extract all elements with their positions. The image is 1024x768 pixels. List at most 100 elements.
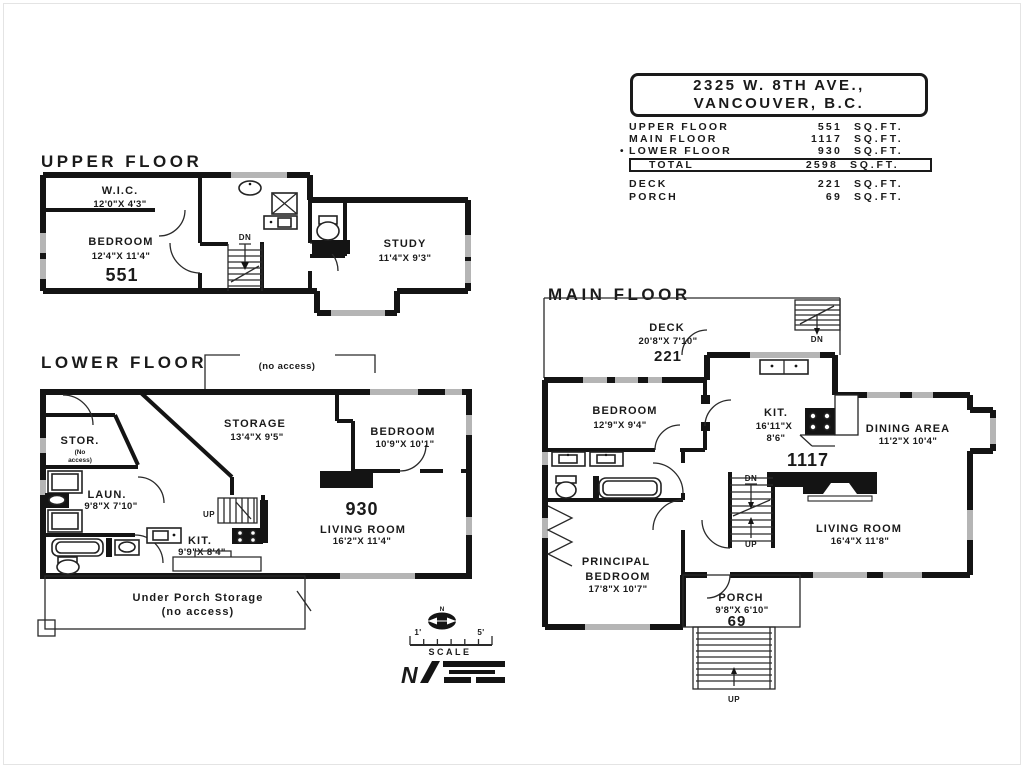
vanity-sink-icon <box>551 451 586 467</box>
washer-icon <box>47 470 83 494</box>
main-floor-title: MAIN FLOOR <box>548 285 691 304</box>
stairs-dn-label: DN <box>239 233 252 242</box>
stairs-up-label: UP <box>745 540 757 549</box>
row-value: 69 <box>825 190 842 203</box>
room-dims-porch: 9'8"X 6'10" <box>715 605 768 616</box>
row-unit: SQ.FT. <box>854 121 904 133</box>
room-label-principal-1: PRINCIPAL <box>582 556 650 568</box>
window <box>542 352 996 630</box>
door-arc <box>158 209 186 237</box>
stairs-up-label: UP <box>203 510 215 519</box>
row-label: TOTAL <box>649 159 695 171</box>
extras-table: DECK 221 SQ.FT. PORCH 69 SQ.FT. <box>620 177 932 203</box>
door-arc <box>704 399 732 427</box>
under-porch-label-1: Under Porch Storage <box>133 592 264 604</box>
row-value: 551 <box>817 121 842 133</box>
sink-icon <box>238 180 262 196</box>
wall-post <box>701 395 710 404</box>
door-arc <box>169 242 201 274</box>
room-label-storage: STORAGE <box>224 418 286 430</box>
upper-floor-plan: UPPER FLOOR DN W.I.C. <box>40 152 471 316</box>
room-label-living: LIVING ROOM <box>816 523 902 535</box>
stairs: DN <box>227 233 263 291</box>
door-arc <box>62 394 94 426</box>
door-arc <box>654 424 681 451</box>
dryer-icon <box>47 509 83 533</box>
row-value: 1117 <box>811 133 842 145</box>
room-dims-kitchen-1: 16'11"X <box>756 421 793 432</box>
row-label: MAIN FLOOR <box>629 133 718 145</box>
room-label-laundry: LAUN. <box>87 489 126 501</box>
door-arc <box>296 590 312 612</box>
row-label: PORCH <box>629 190 678 203</box>
area-row-main: MAIN FLOOR 1117 SQ.FT. <box>620 133 932 145</box>
closet-zigzag <box>546 505 574 567</box>
address-line-1: 2325 W. 8TH AVE., <box>693 77 865 94</box>
door-arc <box>681 329 708 356</box>
room-label-deck: DECK <box>649 322 685 334</box>
logo-text-redacted <box>449 670 495 674</box>
room-dims-kitchen-2: 8'6" <box>767 433 786 444</box>
porch-stairs-up-label: UP <box>728 695 740 704</box>
door-arc <box>652 462 684 494</box>
lower-floor-plan: LOWER FLOOR (no access) UP <box>37 353 472 637</box>
room-label-study: STUDY <box>384 238 427 250</box>
deck-area-221: 221 <box>654 348 682 365</box>
counter <box>799 434 835 447</box>
shower-icon <box>271 192 298 215</box>
area-row-total: TOTAL 2598 SQ.FT. <box>620 157 932 173</box>
chimney <box>320 471 373 488</box>
under-porch-label-2: (no access) <box>162 606 235 618</box>
row-value: 2598 <box>805 159 838 171</box>
row-bullet: • <box>620 145 624 157</box>
room-dims-kitchen: 9'9"X 8'4" <box>178 547 226 558</box>
address-line-2: VANCOUVER, B.C. <box>693 95 865 112</box>
stairs-dn-label: DN <box>745 474 758 483</box>
logo-text-redacted <box>476 677 505 683</box>
logo-text-redacted <box>444 677 471 683</box>
address-box: 2325 W. 8TH AVE., VANCOUVER, B.C. <box>630 73 928 117</box>
walls <box>40 389 472 579</box>
area-row-upper: UPPER FLOOR 551 SQ.FT. <box>620 121 932 133</box>
wall-post <box>701 422 710 431</box>
row-value: 930 <box>817 145 842 157</box>
porch-area-69: 69 <box>728 613 747 630</box>
logo-slash <box>420 661 440 683</box>
counter <box>834 394 859 436</box>
door-arc <box>399 444 427 472</box>
room-dims-bedroom: 12'4"X 11'4" <box>92 251 150 262</box>
room-note-stor-1: (No <box>75 449 86 456</box>
floor-area-1117: 1117 <box>787 450 829 470</box>
kitchen-sink-icon <box>146 527 182 544</box>
room-label-stor: STOR. <box>61 435 100 447</box>
scale-label: SCALE <box>428 647 471 657</box>
toilet-icon <box>555 475 577 499</box>
stairs: UP <box>692 626 776 704</box>
row-unit: SQ.FT. <box>854 190 904 203</box>
porch-step <box>37 619 56 637</box>
room-label-porch: PORCH <box>718 592 763 604</box>
logo-text-redacted <box>443 661 505 667</box>
scale-bar: 1' 5' SCALE <box>409 628 493 657</box>
kitchen-counter <box>260 500 268 543</box>
window <box>40 172 471 316</box>
room-label-principal-2: BEDROOM <box>585 571 650 583</box>
fireplace-icon <box>767 472 877 502</box>
door-arc <box>137 476 165 504</box>
stove-icon <box>232 528 263 544</box>
room-label-bedroom: BEDROOM <box>88 236 153 248</box>
room-dims-wic: 12'0"X 4'3" <box>93 199 146 210</box>
no-access-note: (no access) <box>259 361 316 372</box>
floor-area-551: 551 <box>105 265 138 285</box>
area-row-lower: • LOWER FLOOR 930 SQ.FT. <box>620 145 932 157</box>
bathtub-icon <box>598 477 662 499</box>
kitchen-sink-icon <box>759 359 809 375</box>
toilet-icon <box>312 215 350 254</box>
interior-walls <box>43 390 469 537</box>
area-row-deck: DECK 221 SQ.FT. <box>620 177 932 190</box>
room-label-wic: W.I.C. <box>102 185 139 197</box>
legend-block: N 1' 5' SCALE N <box>401 606 505 688</box>
logo-mark: N <box>401 662 418 688</box>
area-row-porch: PORCH 69 SQ.FT. <box>620 190 932 203</box>
